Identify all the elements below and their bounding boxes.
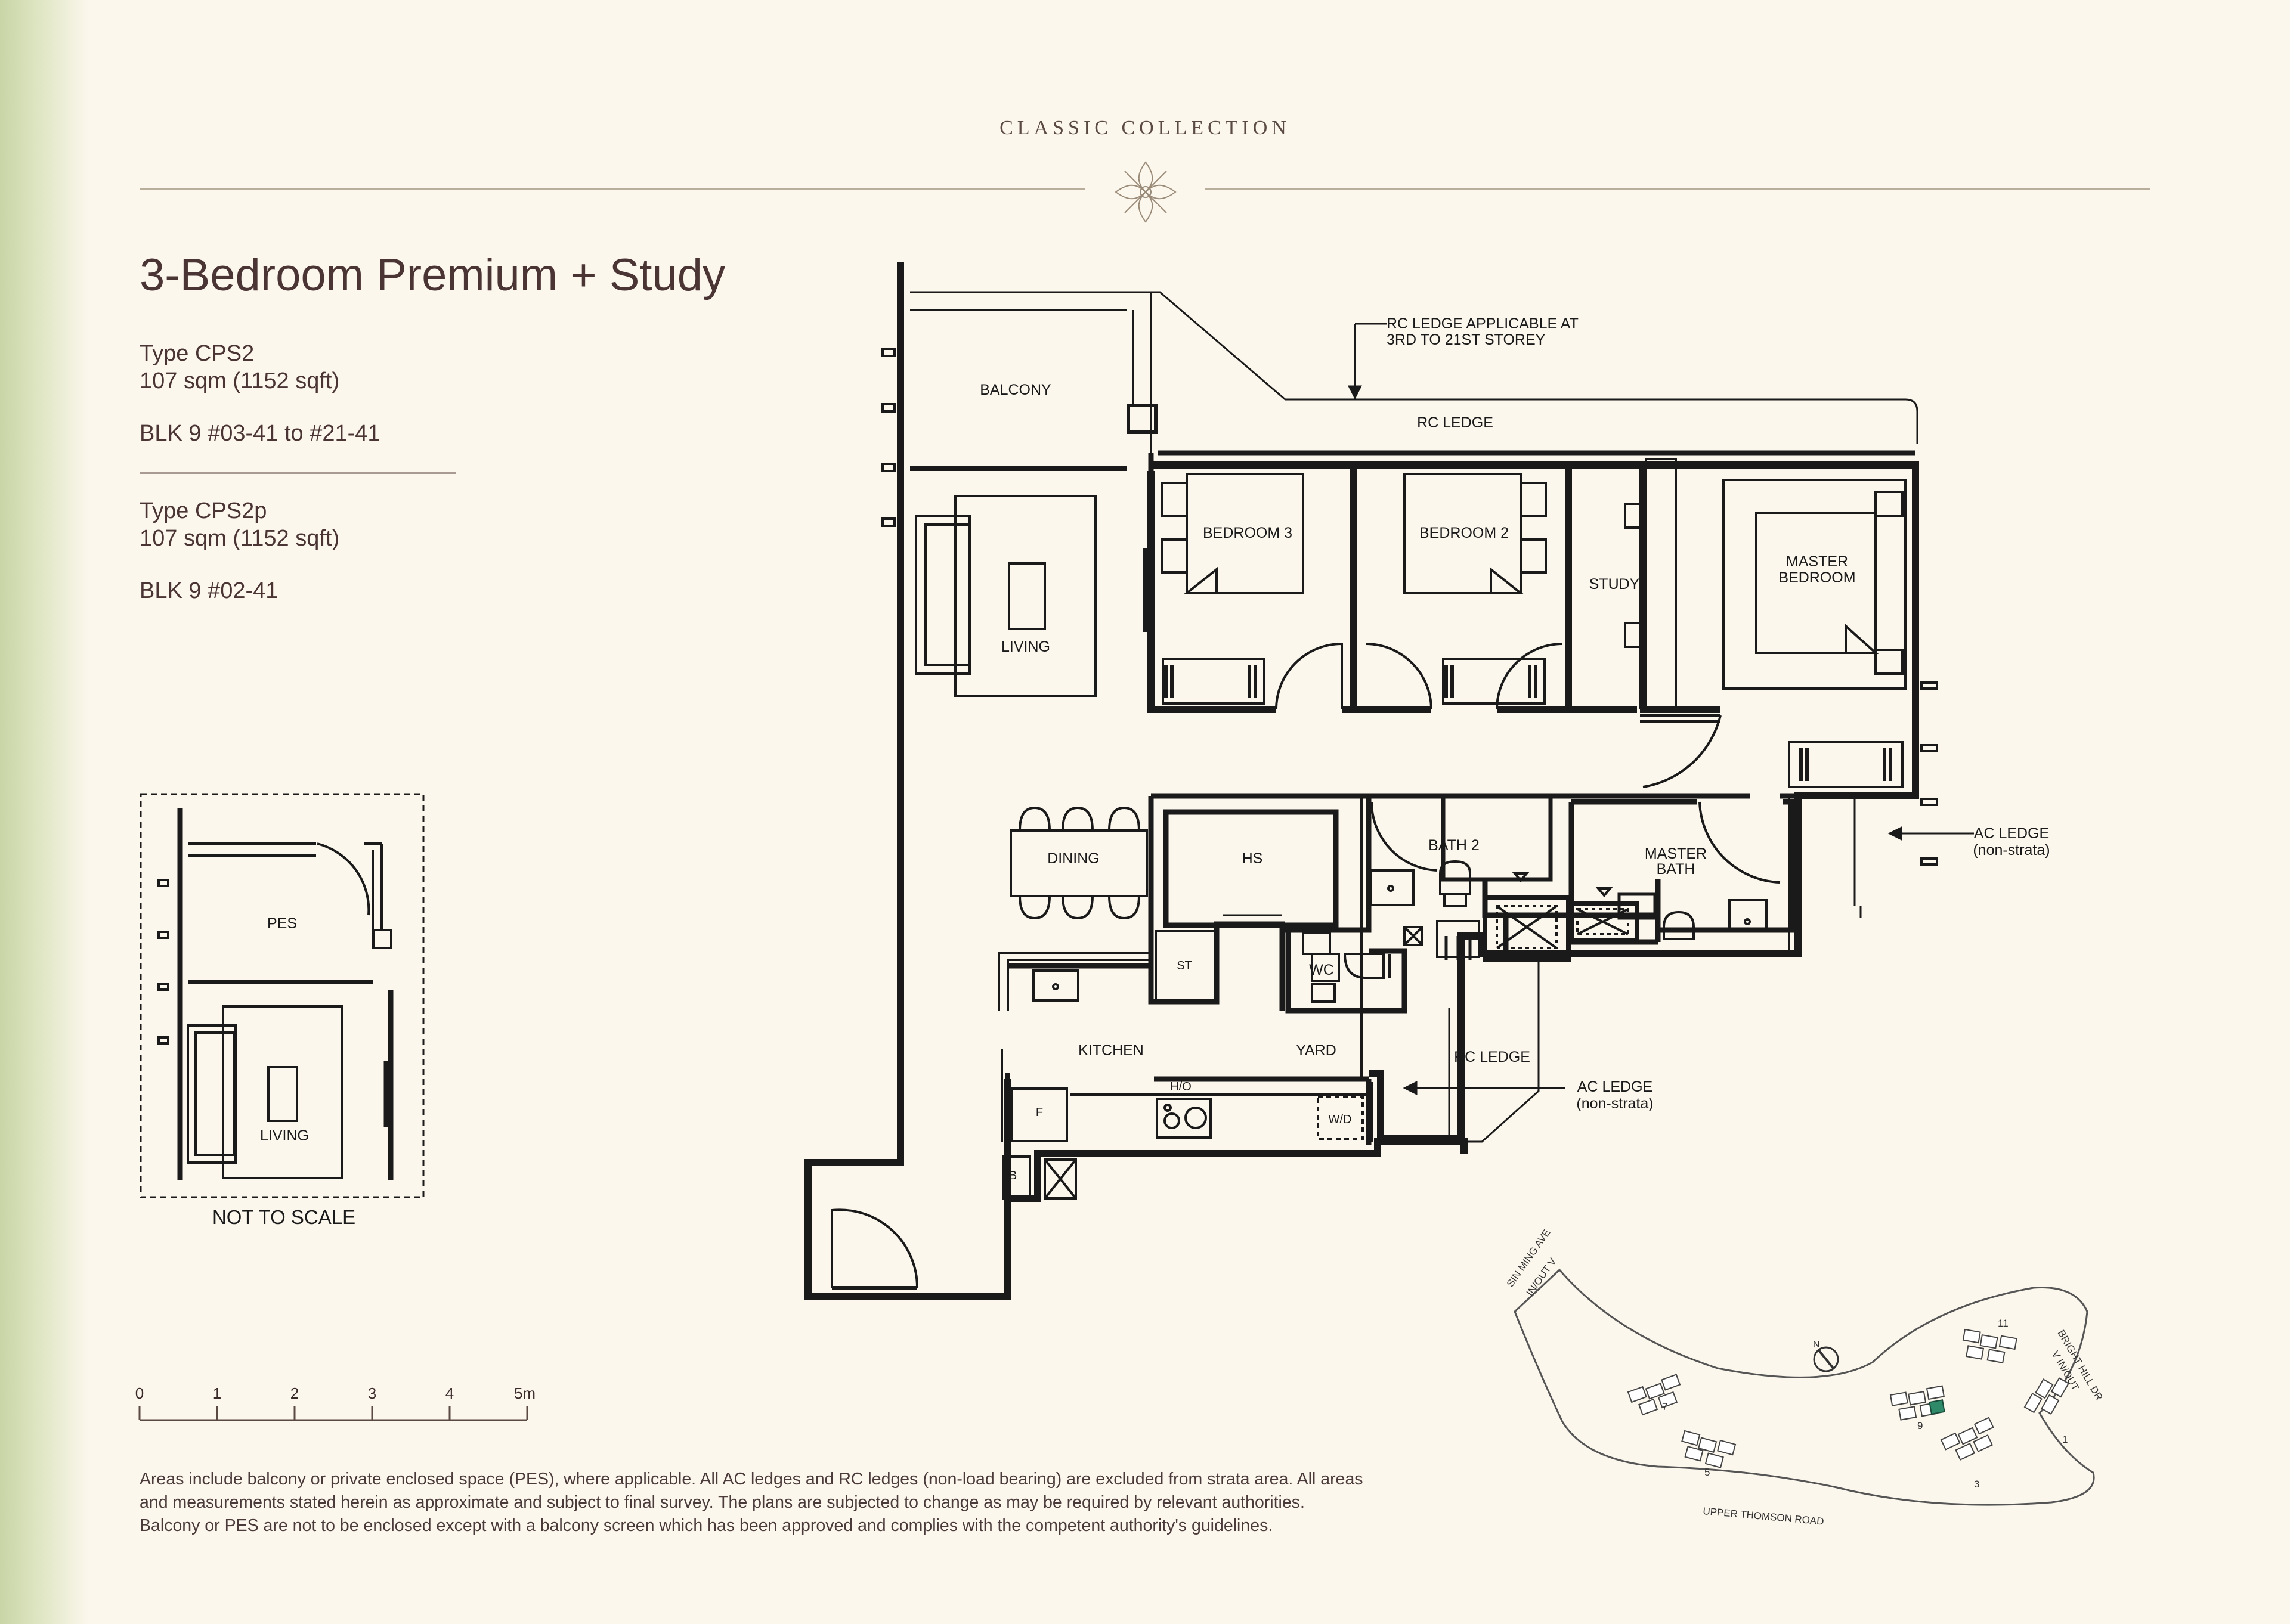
label-yard: YARD bbox=[1296, 1042, 1336, 1059]
disclaimer-line-2: and measurements stated herein as approx… bbox=[140, 1493, 1305, 1512]
label-hs: HS bbox=[1242, 850, 1263, 867]
label-dining: DINING bbox=[1047, 850, 1100, 867]
label-rc-ledge-lower: RC LEDGE bbox=[1454, 1049, 1530, 1065]
label-non-strata-right: (non-strata) bbox=[1973, 842, 2050, 859]
master-bedroom-furniture bbox=[1722, 479, 1907, 788]
type-a-units: BLK 9 #03-41 to #21-41 bbox=[140, 421, 380, 446]
emblem-icon bbox=[1115, 161, 1177, 223]
master-bath-fixtures bbox=[1566, 801, 1781, 943]
note-rc-ledge-2: 3RD TO 21ST STOREY bbox=[1387, 331, 1546, 348]
outer-walls bbox=[804, 262, 1919, 1300]
label-f: F bbox=[1036, 1106, 1043, 1119]
inset-label-pes: PES bbox=[267, 915, 297, 932]
block-label-5: 5 bbox=[1704, 1467, 1710, 1478]
scale-tick-2: 2 bbox=[290, 1384, 299, 1402]
scale-tick-4: 4 bbox=[445, 1384, 454, 1402]
block-label-9: 9 bbox=[1917, 1420, 1923, 1431]
label-ho: H/O bbox=[1170, 1080, 1192, 1093]
type-b-units: BLK 9 #02-41 bbox=[140, 578, 278, 603]
disclaimer: Areas include balcony or private enclose… bbox=[140, 1468, 1630, 1538]
label-bedroom-2: BEDROOM 2 bbox=[1419, 525, 1509, 541]
study-furniture bbox=[1496, 458, 1722, 788]
label-wd: W/D bbox=[1329, 1113, 1352, 1126]
label-ac-ledge-lower: AC LEDGE bbox=[1577, 1078, 1652, 1095]
label-bedroom-3: BEDROOM 3 bbox=[1203, 525, 1292, 541]
site-plan: SIN MING AVE IN/OUT V BRIGHT HILL DR V I… bbox=[1505, 1227, 2105, 1527]
dining-furniture bbox=[1010, 806, 1148, 920]
label-study: STUDY bbox=[1589, 576, 1640, 593]
label-master-bedroom-1: MASTER bbox=[1786, 553, 1848, 570]
label-db: DB bbox=[1001, 1170, 1017, 1182]
label-balcony: BALCONY bbox=[980, 382, 1051, 398]
label-living: LIVING bbox=[1001, 639, 1050, 655]
wc-fixtures bbox=[1302, 932, 1391, 1003]
label-bath-2: BATH 2 bbox=[1428, 837, 1480, 854]
site-blocks bbox=[1627, 1328, 2069, 1468]
type-b-area: 107 sqm (1152 sqft) bbox=[140, 526, 340, 551]
highlighted-block bbox=[1929, 1399, 1945, 1415]
st-room bbox=[1155, 930, 1217, 1002]
balcony bbox=[910, 309, 1134, 471]
bedroom-2-furniture bbox=[1365, 473, 1547, 710]
road-upper-thomson: UPPER THOMSON ROAD bbox=[1703, 1505, 1825, 1527]
label-master-bath-1: MASTER bbox=[1645, 845, 1707, 862]
rc-ledge-outline bbox=[910, 291, 1918, 444]
label-master-bath-2: BATH bbox=[1657, 861, 1695, 878]
bedroom-3-furniture bbox=[1161, 473, 1343, 710]
north-arrow-icon: N bbox=[1813, 1340, 1839, 1372]
label-wc: WC bbox=[1309, 962, 1334, 978]
scale-bar: 0 1 2 3 4 5m bbox=[135, 1384, 536, 1421]
type-a-area: 107 sqm (1152 sqft) bbox=[140, 368, 340, 393]
north-label: N bbox=[1813, 1340, 1820, 1350]
kitchen-counter bbox=[998, 952, 1151, 1011]
inset-plan: PES LIVING bbox=[140, 793, 425, 1198]
type-a-name: Type CPS2 bbox=[140, 341, 255, 366]
inset-label-living: LIVING bbox=[260, 1127, 309, 1144]
label-rc-ledge: RC LEDGE bbox=[1417, 414, 1493, 431]
type-b-name: Type CPS2p bbox=[140, 498, 267, 523]
header-rule-left bbox=[140, 188, 1085, 190]
rc-ledge-lower-outline bbox=[1464, 960, 1540, 1143]
block-label-7: 7 bbox=[1662, 1401, 1667, 1412]
block-label-11: 11 bbox=[1998, 1318, 2009, 1329]
hs-room bbox=[1163, 809, 1339, 928]
label-st: ST bbox=[1177, 959, 1192, 972]
entrance-door bbox=[831, 1208, 919, 1290]
kitchen-bottom-counter bbox=[1001, 1049, 1366, 1200]
not-to-scale: NOT TO SCALE bbox=[212, 1206, 356, 1228]
note-rc-ledge-1: RC LEDGE APPLICABLE AT bbox=[1387, 315, 1579, 332]
label-kitchen: KITCHEN bbox=[1078, 1042, 1144, 1059]
info-divider bbox=[140, 472, 456, 474]
label-master-bedroom-2: BEDROOM bbox=[1778, 569, 1855, 586]
label-non-strata-lower: (non-strata) bbox=[1576, 1095, 1653, 1112]
header-rule-right bbox=[1205, 188, 2150, 190]
block-label-3: 3 bbox=[1974, 1479, 1979, 1490]
site-boundary bbox=[1514, 1268, 2095, 1506]
brand-heading: CLASSIC COLLECTION bbox=[999, 117, 1291, 139]
disclaimer-line-1: Areas include balcony or private enclose… bbox=[140, 1470, 1363, 1489]
side-strip bbox=[0, 0, 89, 1624]
label-ac-ledge-right: AC LEDGE bbox=[1974, 825, 2049, 842]
unit-title: 3-Bedroom Premium + Study bbox=[140, 250, 726, 300]
scale-tick-0: 0 bbox=[135, 1384, 144, 1402]
living-furniture bbox=[915, 495, 1147, 697]
scale-tick-1: 1 bbox=[213, 1384, 221, 1402]
scale-tick-5: 5m bbox=[514, 1384, 536, 1402]
block-label-1: 1 bbox=[2062, 1434, 2068, 1445]
scale-tick-3: 3 bbox=[368, 1384, 376, 1402]
disclaimer-line-3: Balcony or PES are not to be enclosed ex… bbox=[140, 1516, 1273, 1535]
